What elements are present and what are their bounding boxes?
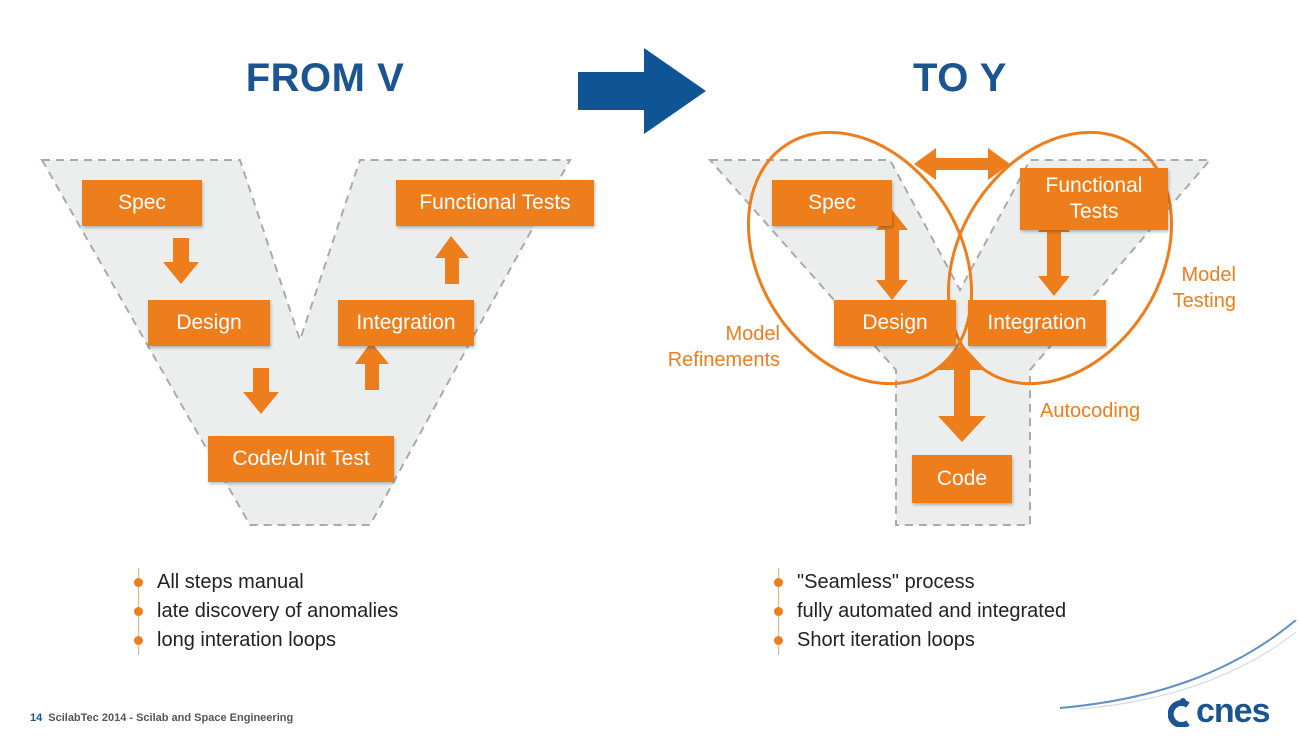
swoosh-decoration: [1060, 620, 1297, 710]
y-step-spec: Spec: [772, 180, 892, 226]
slide-footer: 14 ScilabTec 2014 - Scilab and Space Engi…: [30, 712, 293, 724]
transition-arrow-icon: [578, 48, 706, 134]
bullet-item: long interation loops: [133, 626, 398, 655]
v-shape: [40, 159, 572, 526]
model-testing-ellipse: [946, 130, 1174, 386]
note-model-testing: Model Testing: [1172, 264, 1236, 312]
y-shape: [707, 130, 1213, 526]
cnes-logo-mark-icon: [1168, 697, 1190, 727]
model-refinements-ellipse: [746, 130, 974, 386]
title-from-v: FROM V: [245, 56, 405, 100]
y-ellipses: [746, 130, 1174, 386]
y-step-integration: Integration: [968, 300, 1106, 346]
bullet-item: All steps manual: [133, 568, 398, 597]
note-model-refinements: Model Refinements: [667, 323, 780, 371]
bullet-item: late discovery of anomalies: [133, 597, 398, 626]
y-step-functional-tests: Functional Tests: [1020, 168, 1168, 230]
v-step-code-unit-test: Code/Unit Test: [208, 436, 394, 482]
bullet-item: Short iteration loops: [773, 626, 1066, 655]
v-step-integration: Integration: [338, 300, 474, 346]
v-step-functional-tests: Functional Tests: [396, 180, 594, 226]
v-step-spec: Spec: [82, 180, 202, 226]
title-to-y: TO Y: [913, 56, 1007, 100]
v-step-design: Design: [148, 300, 270, 346]
y-step-design: Design: [834, 300, 956, 346]
cnes-logo: cnes: [1168, 692, 1270, 731]
cnes-logo-text: cnes: [1196, 692, 1270, 730]
y-bullet-list: "Seamless" process fully automated and i…: [773, 568, 1066, 655]
y-step-code: Code: [912, 455, 1012, 503]
v-arrows: [163, 236, 469, 414]
y-arrows: [876, 148, 1070, 442]
v-bullet-list: All steps manual late discovery of anoma…: [133, 568, 398, 655]
page-number: 14: [30, 712, 43, 724]
bullet-item: "Seamless" process: [773, 568, 1066, 597]
bullet-item: fully automated and integrated: [773, 597, 1066, 626]
footer-text: ScilabTec 2014 - Scilab and Space Engine…: [48, 712, 294, 724]
note-autocoding: Autocoding: [1040, 400, 1141, 422]
